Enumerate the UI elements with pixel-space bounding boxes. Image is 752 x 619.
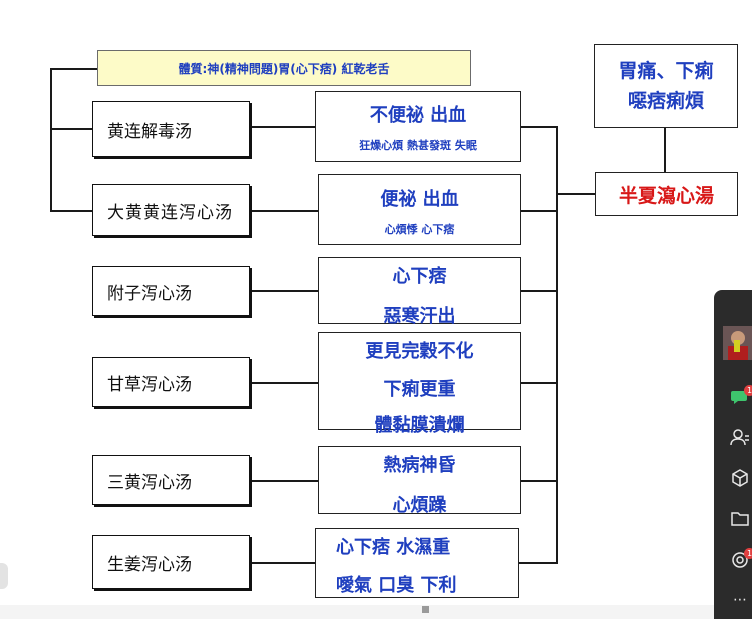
symptom-secondary: 心煩悸 心下痞 [384,223,455,236]
chat-icon[interactable] [728,388,752,410]
apps-cube-icon[interactable] [728,468,752,492]
symptom-box-3: 心下痞 惡寒汗出 [318,257,521,327]
constitution-banner: 體質:神(精神問題)胃(心下痞) 紅乾老舌 [97,50,471,86]
main-formula-box: 半夏瀉心湯 [595,172,738,216]
main-symptoms-line2: 噁痞痢煩 [627,90,704,112]
formula-box-1: 黄连解毒汤 [92,101,250,157]
symptom-line: 熱病神昏 [383,455,456,476]
main-symptoms-box: 胃痛、下痢 噁痞痢煩 [594,44,738,128]
symptom-primary: 不便祕 出血 [369,105,467,126]
main-symptoms-line1: 胃痛、下痢 [618,60,714,82]
symptom-line: 心下痞 [392,266,447,287]
symptom-line: 更見完穀不化 [365,341,474,362]
symptom-box-5: 熱病神昏 心煩躁 [318,446,521,516]
symptom-box-1: 不便祕 出血 狂燥心煩 熱甚發斑 失眠 [315,91,521,162]
chat-badge: 1 [744,385,752,396]
folder-icon[interactable] [728,510,752,532]
formula-box-2: 大黄黄连泻心汤 [92,184,250,236]
symptom-line: 心下痞 水濕重 [336,537,451,558]
symptom-line: 噯氣 口臭 下利 [336,575,457,596]
participants-icon[interactable] [728,428,752,450]
symptom-line: 心煩躁 [392,495,447,516]
symptom-box-2: 便祕 出血 心煩悸 心下痞 [318,174,521,245]
symptom-line: 惡寒汗出 [383,306,456,327]
symptom-box-4: 更見完穀不化 下痢更重 體黏膜潰爛 [318,332,521,436]
share-icon[interactable] [728,550,752,574]
symptom-line: 體黏膜潰爛 [374,415,465,436]
formula-box-5: 三黄泻心汤 [92,455,250,505]
symptom-box-6: 心下痞 水濕重 噯氣 口臭 下利 [315,528,519,598]
formula-box-4: 甘草泻心汤 [92,357,250,407]
formula-box-6: 生姜泻心汤 [92,535,250,589]
symptom-line: 下痢更重 [383,379,456,400]
more-options-icon[interactable]: ⋯ [733,592,747,608]
side-drawer-handle[interactable] [0,563,8,589]
horizontal-scrollbar[interactable] [0,605,714,619]
symptom-primary: 便祕 出血 [380,189,459,210]
formula-box-3: 附子泻心汤 [92,266,250,316]
participant-avatar[interactable] [723,326,752,360]
symptom-secondary: 狂燥心煩 熱甚發斑 失眠 [359,139,477,152]
top-toolbar-area [0,0,752,40]
share-badge: 1 [744,548,752,559]
scrollbar-thumb[interactable] [422,606,429,613]
